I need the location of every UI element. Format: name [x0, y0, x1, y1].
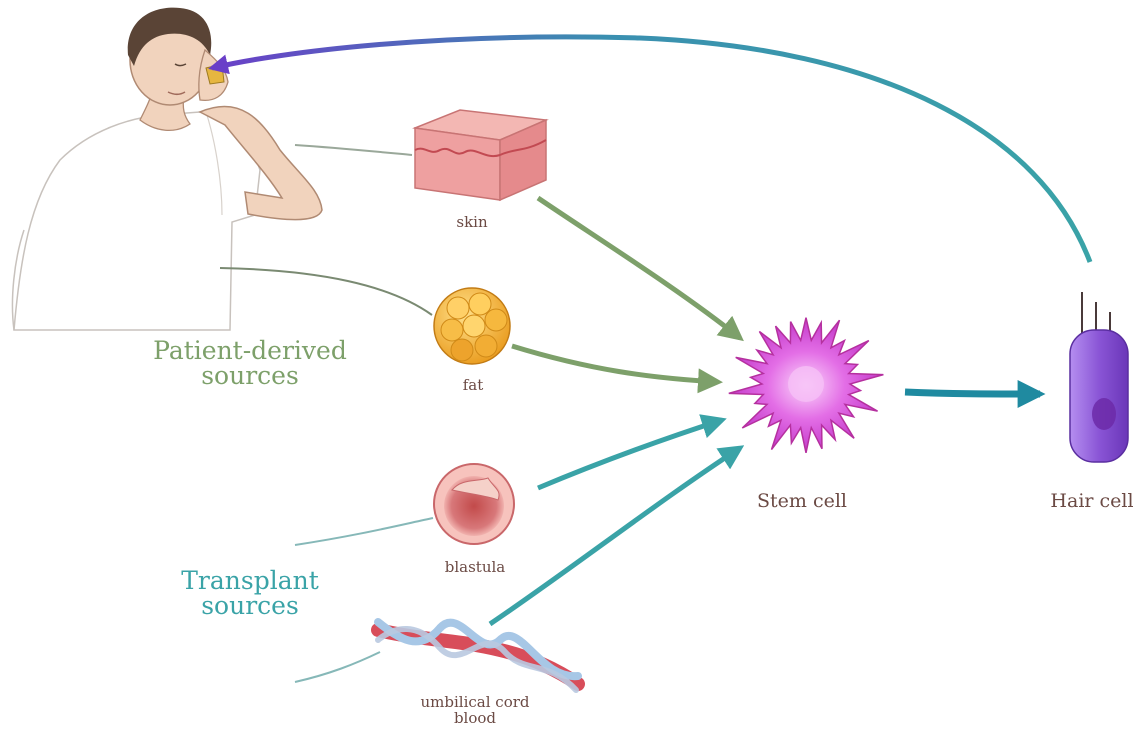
blastula-label: blastula — [430, 560, 520, 576]
fat-connector-line — [220, 268, 432, 315]
fat-to-stem-arrow — [512, 346, 718, 382]
skin-icon — [415, 110, 546, 200]
fat-label: fat — [448, 378, 498, 394]
umbilical-cord-label-line2: blood — [405, 711, 545, 727]
skin-to-stem-arrow — [538, 198, 740, 338]
hair-cell-label: Hair cell — [1040, 492, 1144, 512]
transplant-sources-label: Transplant sources — [160, 568, 340, 618]
stem-to-hair-arrow — [905, 392, 1040, 394]
cord-to-stem-arrow — [490, 448, 740, 624]
patient-derived-line2: sources — [130, 363, 370, 388]
patient-derived-line1: Patient-derived — [130, 338, 370, 363]
skin-connector-line — [295, 145, 412, 155]
patient-derived-sources-label: Patient-derived sources — [130, 338, 370, 388]
stem-cell-label: Stem cell — [742, 492, 862, 512]
transplant-line2: sources — [160, 593, 340, 618]
hair-cell-icon — [1070, 292, 1128, 462]
skin-label: skin — [447, 215, 497, 231]
stem-cell-icon — [729, 318, 884, 453]
umbilical-cord-blood-label: umbilical cord blood — [405, 695, 545, 727]
blastula-icon — [434, 464, 514, 544]
fat-icon — [434, 288, 510, 364]
blastula-connector-line — [295, 518, 433, 545]
cord-connector-line — [295, 652, 380, 682]
umbilical-cord-icon — [378, 622, 578, 690]
transplant-line1: Transplant — [160, 568, 340, 593]
